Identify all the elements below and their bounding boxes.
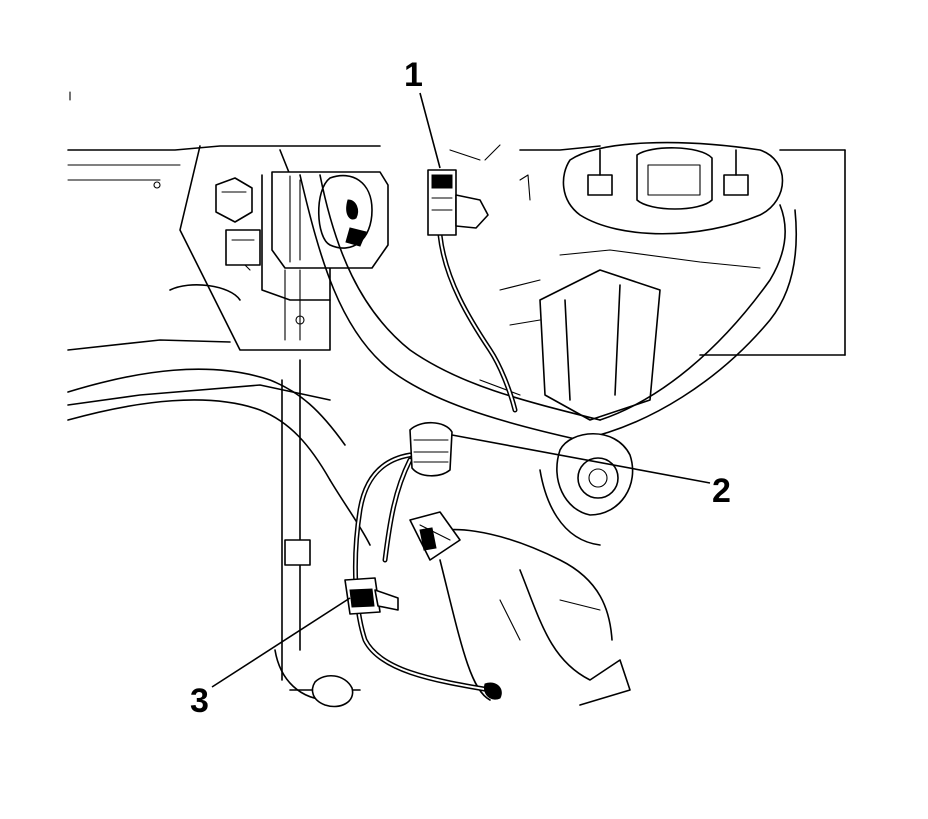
- leader-2: [451, 434, 711, 484]
- stabilizer-link: [274, 359, 361, 708]
- strut-assembly: [479, 269, 661, 421]
- knuckle-bracket: [409, 511, 461, 561]
- ball-joint: [539, 433, 634, 546]
- callout-1: 1: [404, 56, 423, 94]
- bolt-left: [215, 177, 261, 266]
- leader-1: [419, 92, 441, 169]
- harness-clip: [344, 577, 399, 615]
- upper-control-arm: [299, 174, 798, 441]
- frame-outline: [67, 91, 846, 406]
- sensor-harness-lower: [352, 452, 502, 700]
- strut-top-mount: [562, 141, 784, 235]
- harness-connector: [409, 421, 453, 477]
- upper-arm-bushing: [271, 171, 389, 341]
- callout-3: 3: [190, 682, 209, 720]
- sensor-harness-upper: [427, 169, 518, 413]
- stabilizer-bar: [67, 368, 371, 546]
- leader-3: [211, 597, 351, 688]
- callout-2: 2: [712, 472, 731, 510]
- steering-knuckle: [419, 528, 631, 706]
- leader-lines: [211, 92, 711, 688]
